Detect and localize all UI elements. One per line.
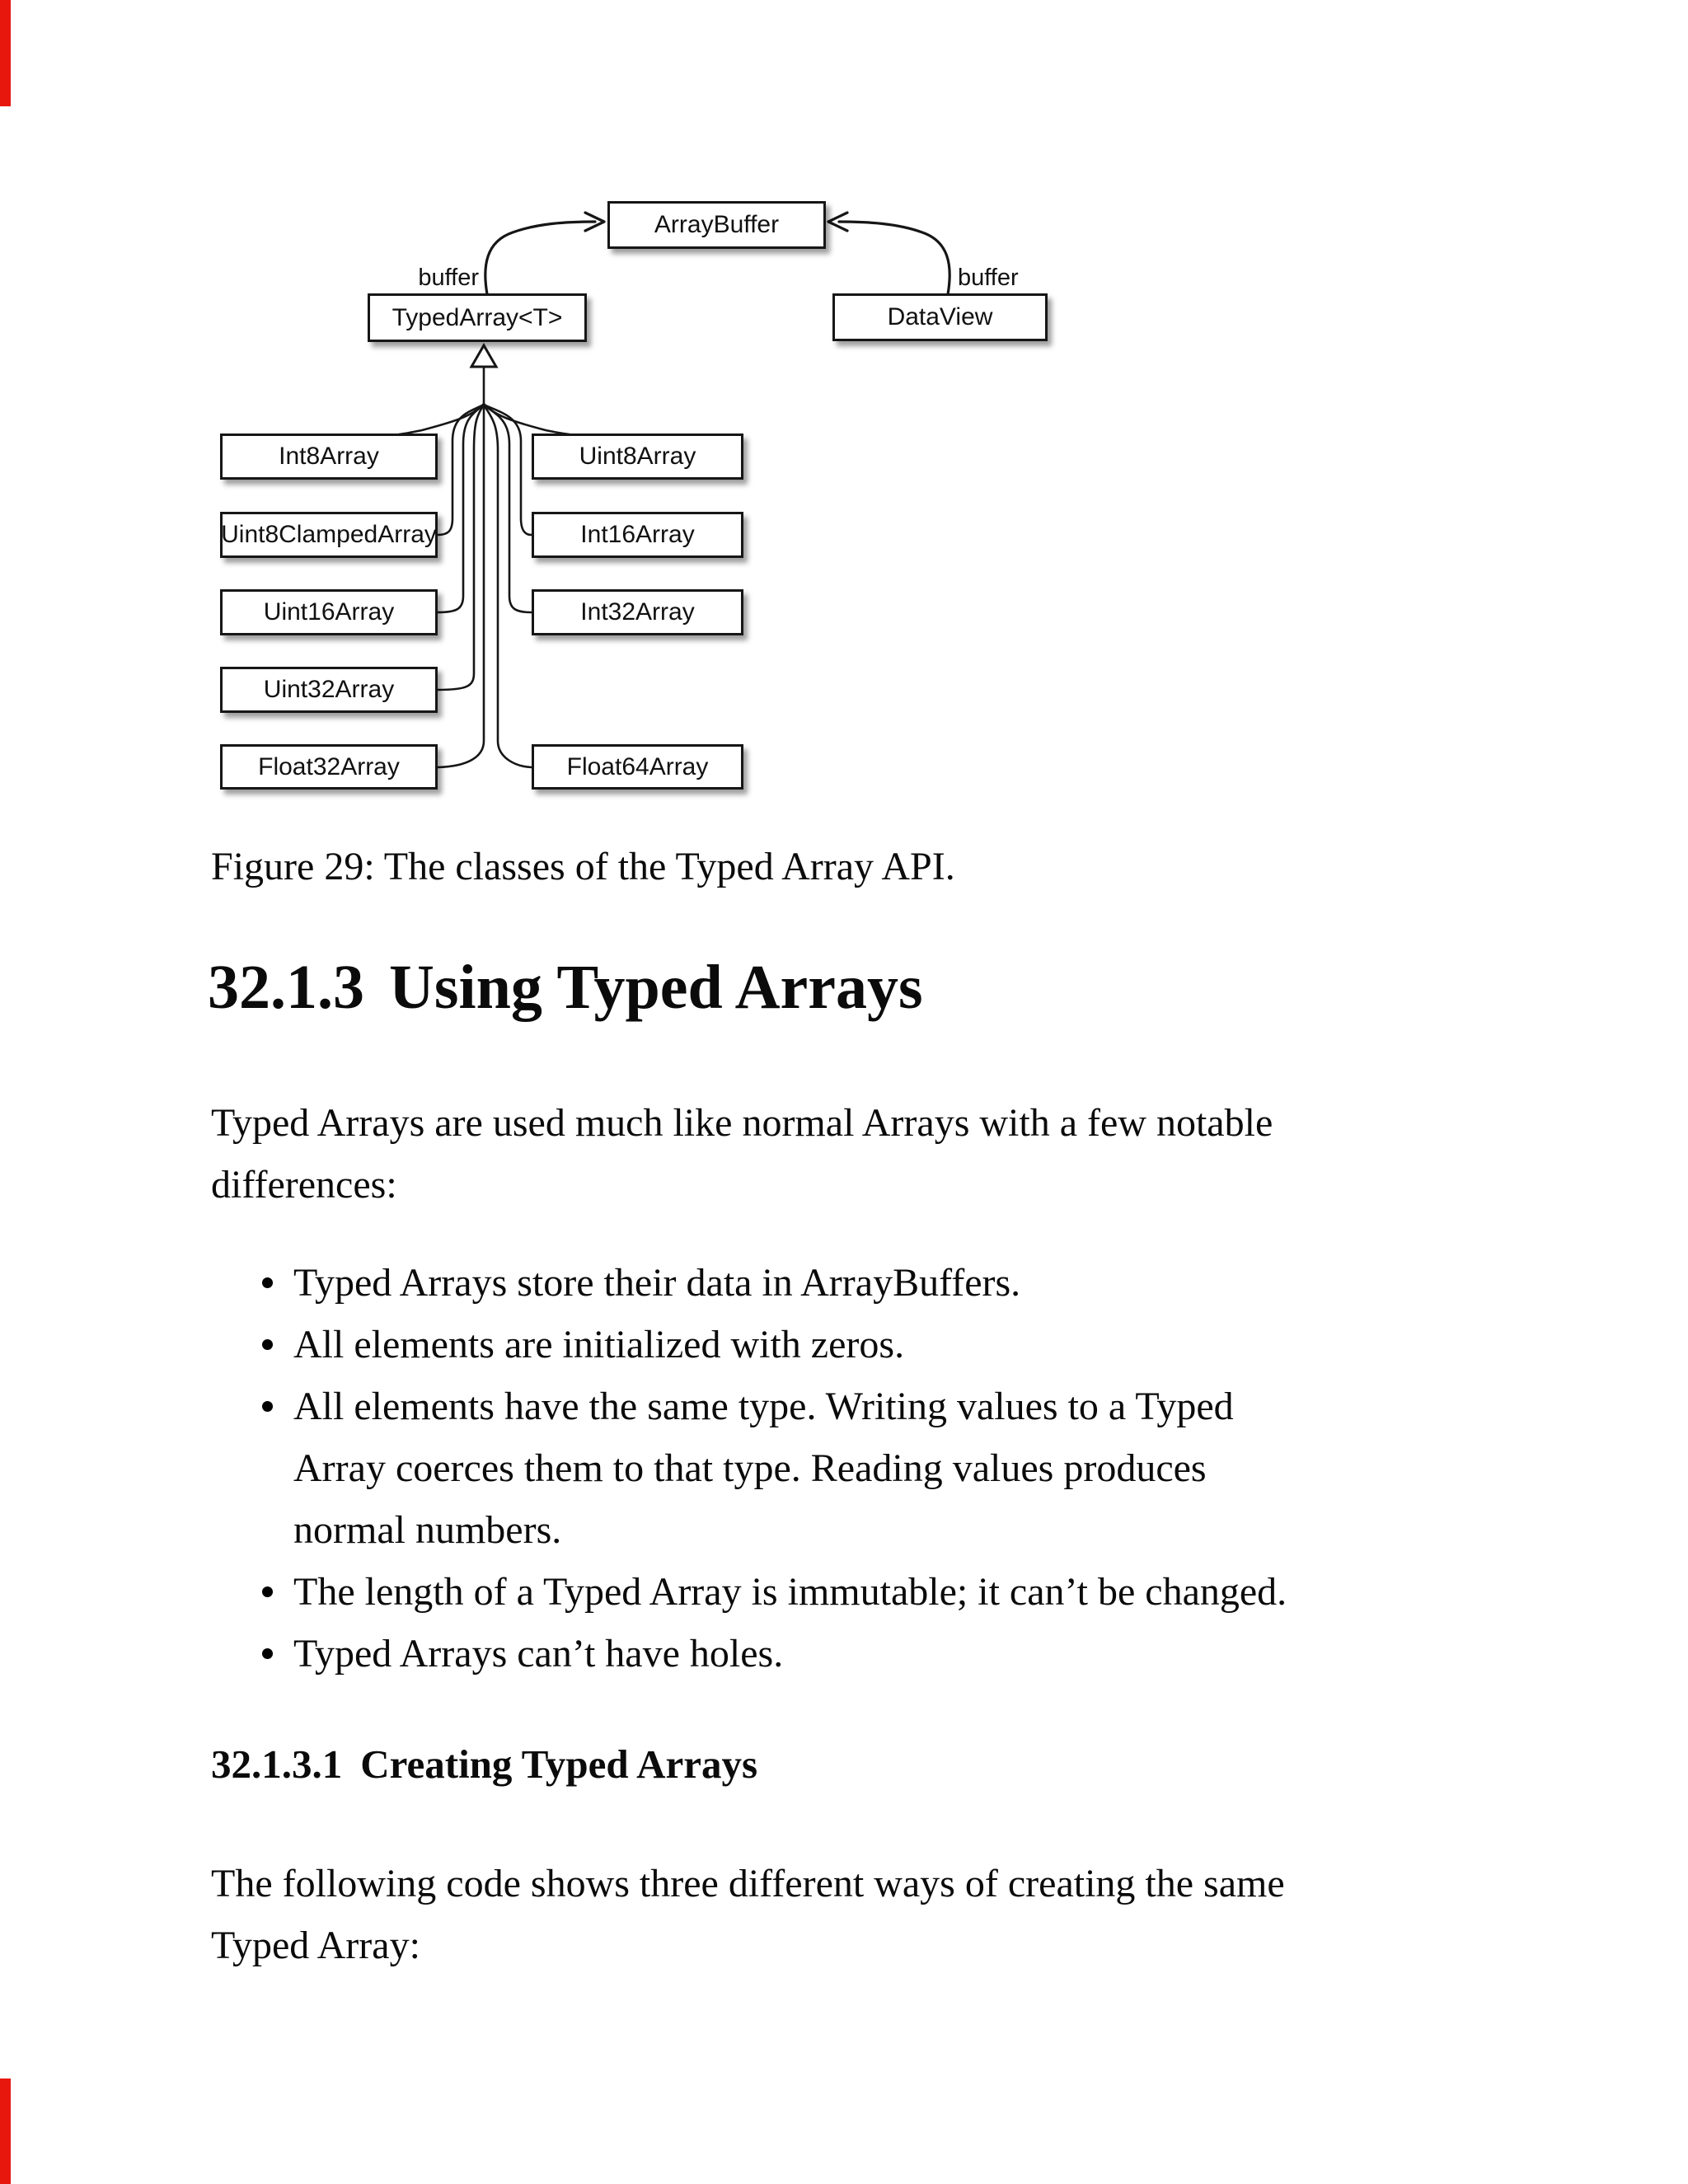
subsection-title: Creating Typed Arrays [360,1741,758,1787]
diagram-node-float32array: Float32Array [220,744,438,790]
page-edge-accent-bottom [0,2079,11,2184]
arrow-dataview-to-arraybuffer [827,211,951,296]
paragraph-line: Typed Array: [211,1924,420,1967]
list-item: Typed Arrays store their data in ArrayBu… [211,1252,1287,1314]
differences-list: Typed Arrays store their data in ArrayBu… [211,1252,1287,1685]
bullet-dot [262,1648,273,1659]
bullet-dot [262,1277,273,1288]
diagram-node-typedarray: TypedArray<T> [368,293,587,342]
bullet-dot [262,1586,273,1597]
bullet-dot [262,1401,273,1412]
paragraph-line: differences: [211,1163,397,1207]
list-item-line: Typed Arrays store their data in ArrayBu… [293,1261,1021,1305]
diagram-node-arraybuffer: ArrayBuffer [607,201,826,249]
diagram-node-int16array: Int16Array [532,512,743,558]
list-item: The length of a Typed Array is immutable… [211,1561,1287,1623]
diagram-node-dataview: DataView [832,293,1048,341]
figure-caption: Figure 29: The classes of the Typed Arra… [211,845,955,888]
paragraph-line: Typed Arrays are used much like normal A… [211,1101,1273,1145]
subsection-heading: 32.1.3.1 Creating Typed Arrays [211,1741,757,1788]
edge-label-buffer-left: buffer [418,265,479,291]
list-item: Typed Arrays can’t have holes. [211,1623,1287,1685]
list-item-line: All elements are initialized with zeros. [293,1323,905,1366]
arrow-typedarray-to-arraybuffer [484,211,606,296]
list-item: All elements are initialized with zeros. [211,1314,1287,1376]
page-edge-accent-top [0,0,11,106]
intro-paragraph: Typed Arrays are used much like normal A… [211,1092,1273,1216]
list-item-line: The length of a Typed Array is immutable… [293,1570,1287,1614]
inheritance-triangle-icon [469,342,499,404]
list-item-line: Typed Arrays can’t have holes. [293,1632,784,1675]
diagram-node-uint16array: Uint16Array [220,589,438,635]
list-item-line: Array coerces them to that type. Reading… [293,1446,1207,1490]
section-title: Using Typed Arrays [389,953,923,1022]
diagram-node-int8array: Int8Array [220,434,438,480]
list-item-line: normal numbers. [293,1508,562,1552]
list-item: All elements have the same type. Writing… [211,1376,1287,1561]
diagram-node-uint8array: Uint8Array [532,434,743,480]
section-number: 32.1.3 [208,953,364,1022]
diagram-node-int32array: Int32Array [532,589,743,635]
diagram-node-float64array: Float64Array [532,744,743,790]
paragraph-line: The following code shows three different… [211,1862,1285,1905]
list-item-line: All elements have the same type. Writing… [293,1385,1234,1428]
closing-paragraph: The following code shows three different… [211,1853,1285,1976]
section-heading: 32.1.3 Using Typed Arrays [208,953,923,1022]
bullet-dot [262,1339,273,1350]
diagram-node-uint8clampedarray: Uint8ClampedArray [220,512,438,558]
diagram-node-uint32array: Uint32Array [220,667,438,713]
class-diagram [397,211,951,769]
subsection-number: 32.1.3.1 [211,1741,343,1787]
subclass-connectors [397,402,571,769]
edge-label-buffer-right: buffer [958,265,1019,291]
